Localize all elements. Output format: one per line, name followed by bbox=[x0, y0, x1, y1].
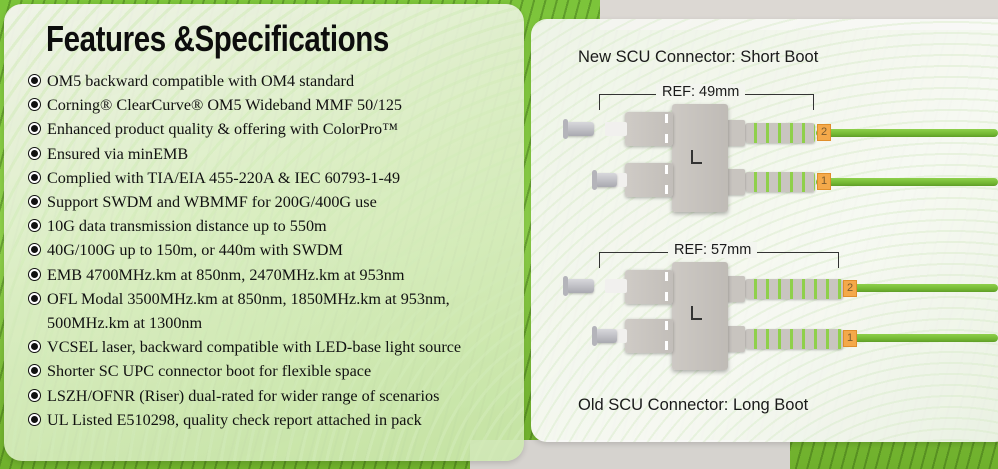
features-panel bbox=[4, 4, 524, 461]
ferrule bbox=[605, 122, 627, 136]
dust-cap bbox=[595, 173, 617, 187]
radio-bullet-icon bbox=[28, 98, 41, 112]
feature-text: Shorter SC UPC connector boot for flexib… bbox=[47, 362, 372, 381]
fiber-label-tag: 2 bbox=[843, 280, 857, 297]
feature-text: UL Listed E510298, quality check report … bbox=[47, 410, 422, 429]
radio-bullet-icon bbox=[28, 74, 41, 87]
radio-bullet-icon bbox=[28, 412, 41, 426]
connector-boot bbox=[745, 329, 843, 349]
fiber-cable bbox=[816, 178, 998, 186]
housing-slot bbox=[665, 341, 668, 350]
housing-slot bbox=[665, 134, 668, 143]
feature-item: UL Listed E510298, quality check report … bbox=[28, 408, 461, 432]
old-connector-caption: Old SCU Connector: Long Boot bbox=[578, 396, 809, 414]
feature-text: 10G data transmission distance up to 550… bbox=[47, 217, 327, 236]
feature-item: LSZH/OFNR (Riser) dual-rated for wider r… bbox=[28, 384, 461, 408]
feature-item: Complied with TIA/EIA 455-220A & IEC 607… bbox=[28, 166, 461, 190]
feature-text: 40G/100G up to 150m, or 440m with SWDM bbox=[47, 241, 343, 260]
radio-bullet-icon bbox=[28, 364, 41, 378]
radio-bullet-icon bbox=[28, 146, 41, 160]
housing-slot bbox=[665, 185, 668, 194]
boot-base bbox=[725, 326, 745, 352]
feature-item: Ensured via minEMB bbox=[28, 142, 461, 166]
latch-mark bbox=[691, 150, 702, 164]
radio-bullet-icon bbox=[28, 243, 41, 257]
radio-bullet-icon bbox=[28, 195, 41, 209]
fiber-cable bbox=[846, 334, 998, 342]
feature-item: Support SWDM and WBMMF for 200G/400G use bbox=[28, 190, 461, 214]
latch-mark bbox=[691, 306, 702, 320]
fiber-label-tag: 1 bbox=[843, 330, 857, 347]
feature-text: Complied with TIA/EIA 455-220A & IEC 607… bbox=[47, 168, 401, 187]
fiber-label-tag: 2 bbox=[817, 124, 831, 141]
dust-cap bbox=[566, 279, 594, 293]
feature-item: OFL Modal 3500MHz.km at 850nm, 1850MHz.k… bbox=[28, 287, 461, 311]
housing-slot bbox=[665, 272, 668, 281]
dust-cap bbox=[595, 329, 617, 343]
connector-boot bbox=[745, 172, 815, 192]
feature-item: Enhanced product quality & offering with… bbox=[28, 117, 461, 141]
radio-bullet-icon bbox=[28, 267, 41, 281]
housing-slot bbox=[665, 321, 668, 330]
feature-text: Enhanced product quality & offering with… bbox=[47, 120, 398, 139]
dust-cap-rim bbox=[563, 276, 568, 296]
duplex-clip bbox=[672, 262, 728, 370]
feature-item: 10G data transmission distance up to 550… bbox=[28, 214, 461, 238]
feature-text: Ensured via minEMB bbox=[47, 144, 189, 163]
radio-bullet-icon bbox=[28, 219, 41, 233]
feature-item: VCSEL laser, backward compatible with LE… bbox=[28, 335, 461, 359]
housing-slot bbox=[665, 292, 668, 301]
radio-bullet-icon bbox=[28, 122, 41, 136]
feature-text: EMB 4700MHz.km at 850nm, 2470MHz.km at 9… bbox=[47, 265, 405, 284]
new-connector-caption: New SCU Connector: Short Boot bbox=[578, 48, 819, 66]
duplex-clip bbox=[672, 104, 728, 212]
ferrule bbox=[605, 279, 627, 293]
dust-cap bbox=[566, 122, 594, 136]
boot-base bbox=[725, 120, 745, 146]
housing-slot bbox=[665, 114, 668, 123]
feature-item: 40G/100G up to 150m, or 440m with SWDM bbox=[28, 238, 461, 262]
feature-text: OFL Modal 3500MHz.km at 850nm, 1850MHz.k… bbox=[47, 289, 450, 308]
feature-text: Corning® ClearCurve® OM5 Wideband MMF 50… bbox=[47, 96, 403, 115]
fiber-cable bbox=[816, 129, 998, 137]
new-ref-length: REF: 49mm bbox=[656, 84, 746, 100]
radio-bullet-icon bbox=[28, 388, 41, 402]
feature-text: LSZH/OFNR (Riser) dual-rated for wider r… bbox=[47, 386, 440, 405]
fiber-cable bbox=[846, 284, 998, 292]
radio-bullet-icon bbox=[28, 170, 41, 184]
feature-item: Corning® ClearCurve® OM5 Wideband MMF 50… bbox=[28, 93, 461, 117]
feature-item-continuation: 500MHz.km at 1300nm bbox=[28, 311, 461, 335]
feature-item: Shorter SC UPC connector boot for flexib… bbox=[28, 359, 461, 383]
old-ref-length: REF: 57mm bbox=[668, 242, 758, 258]
fiber-label-tag: 1 bbox=[817, 173, 831, 190]
connector-comparison-panel bbox=[531, 19, 998, 442]
feature-text: Support SWDM and WBMMF for 200G/400G use bbox=[47, 193, 377, 212]
features-title: Features &Specifications bbox=[46, 18, 389, 59]
radio-bullet-icon bbox=[28, 340, 41, 354]
feature-item: EMB 4700MHz.km at 850nm, 2470MHz.km at 9… bbox=[28, 263, 461, 287]
dust-cap-rim bbox=[592, 170, 597, 190]
housing-slot bbox=[665, 165, 668, 174]
radio-bullet-icon bbox=[28, 291, 41, 305]
connector-boot bbox=[745, 279, 843, 299]
feature-text: OM5 backward compatible with OM4 standar… bbox=[47, 72, 355, 90]
dust-cap-rim bbox=[592, 326, 597, 346]
feature-text: 500MHz.km at 1300nm bbox=[47, 314, 203, 333]
boot-base bbox=[725, 169, 745, 195]
feature-item: OM5 backward compatible with OM4 standar… bbox=[28, 69, 461, 93]
features-list: OM5 backward compatible with OM4 standar… bbox=[28, 69, 461, 432]
boot-base bbox=[725, 276, 745, 302]
connector-boot bbox=[745, 123, 815, 143]
feature-text: VCSEL laser, backward compatible with LE… bbox=[47, 338, 462, 357]
dust-cap-rim bbox=[563, 119, 568, 139]
